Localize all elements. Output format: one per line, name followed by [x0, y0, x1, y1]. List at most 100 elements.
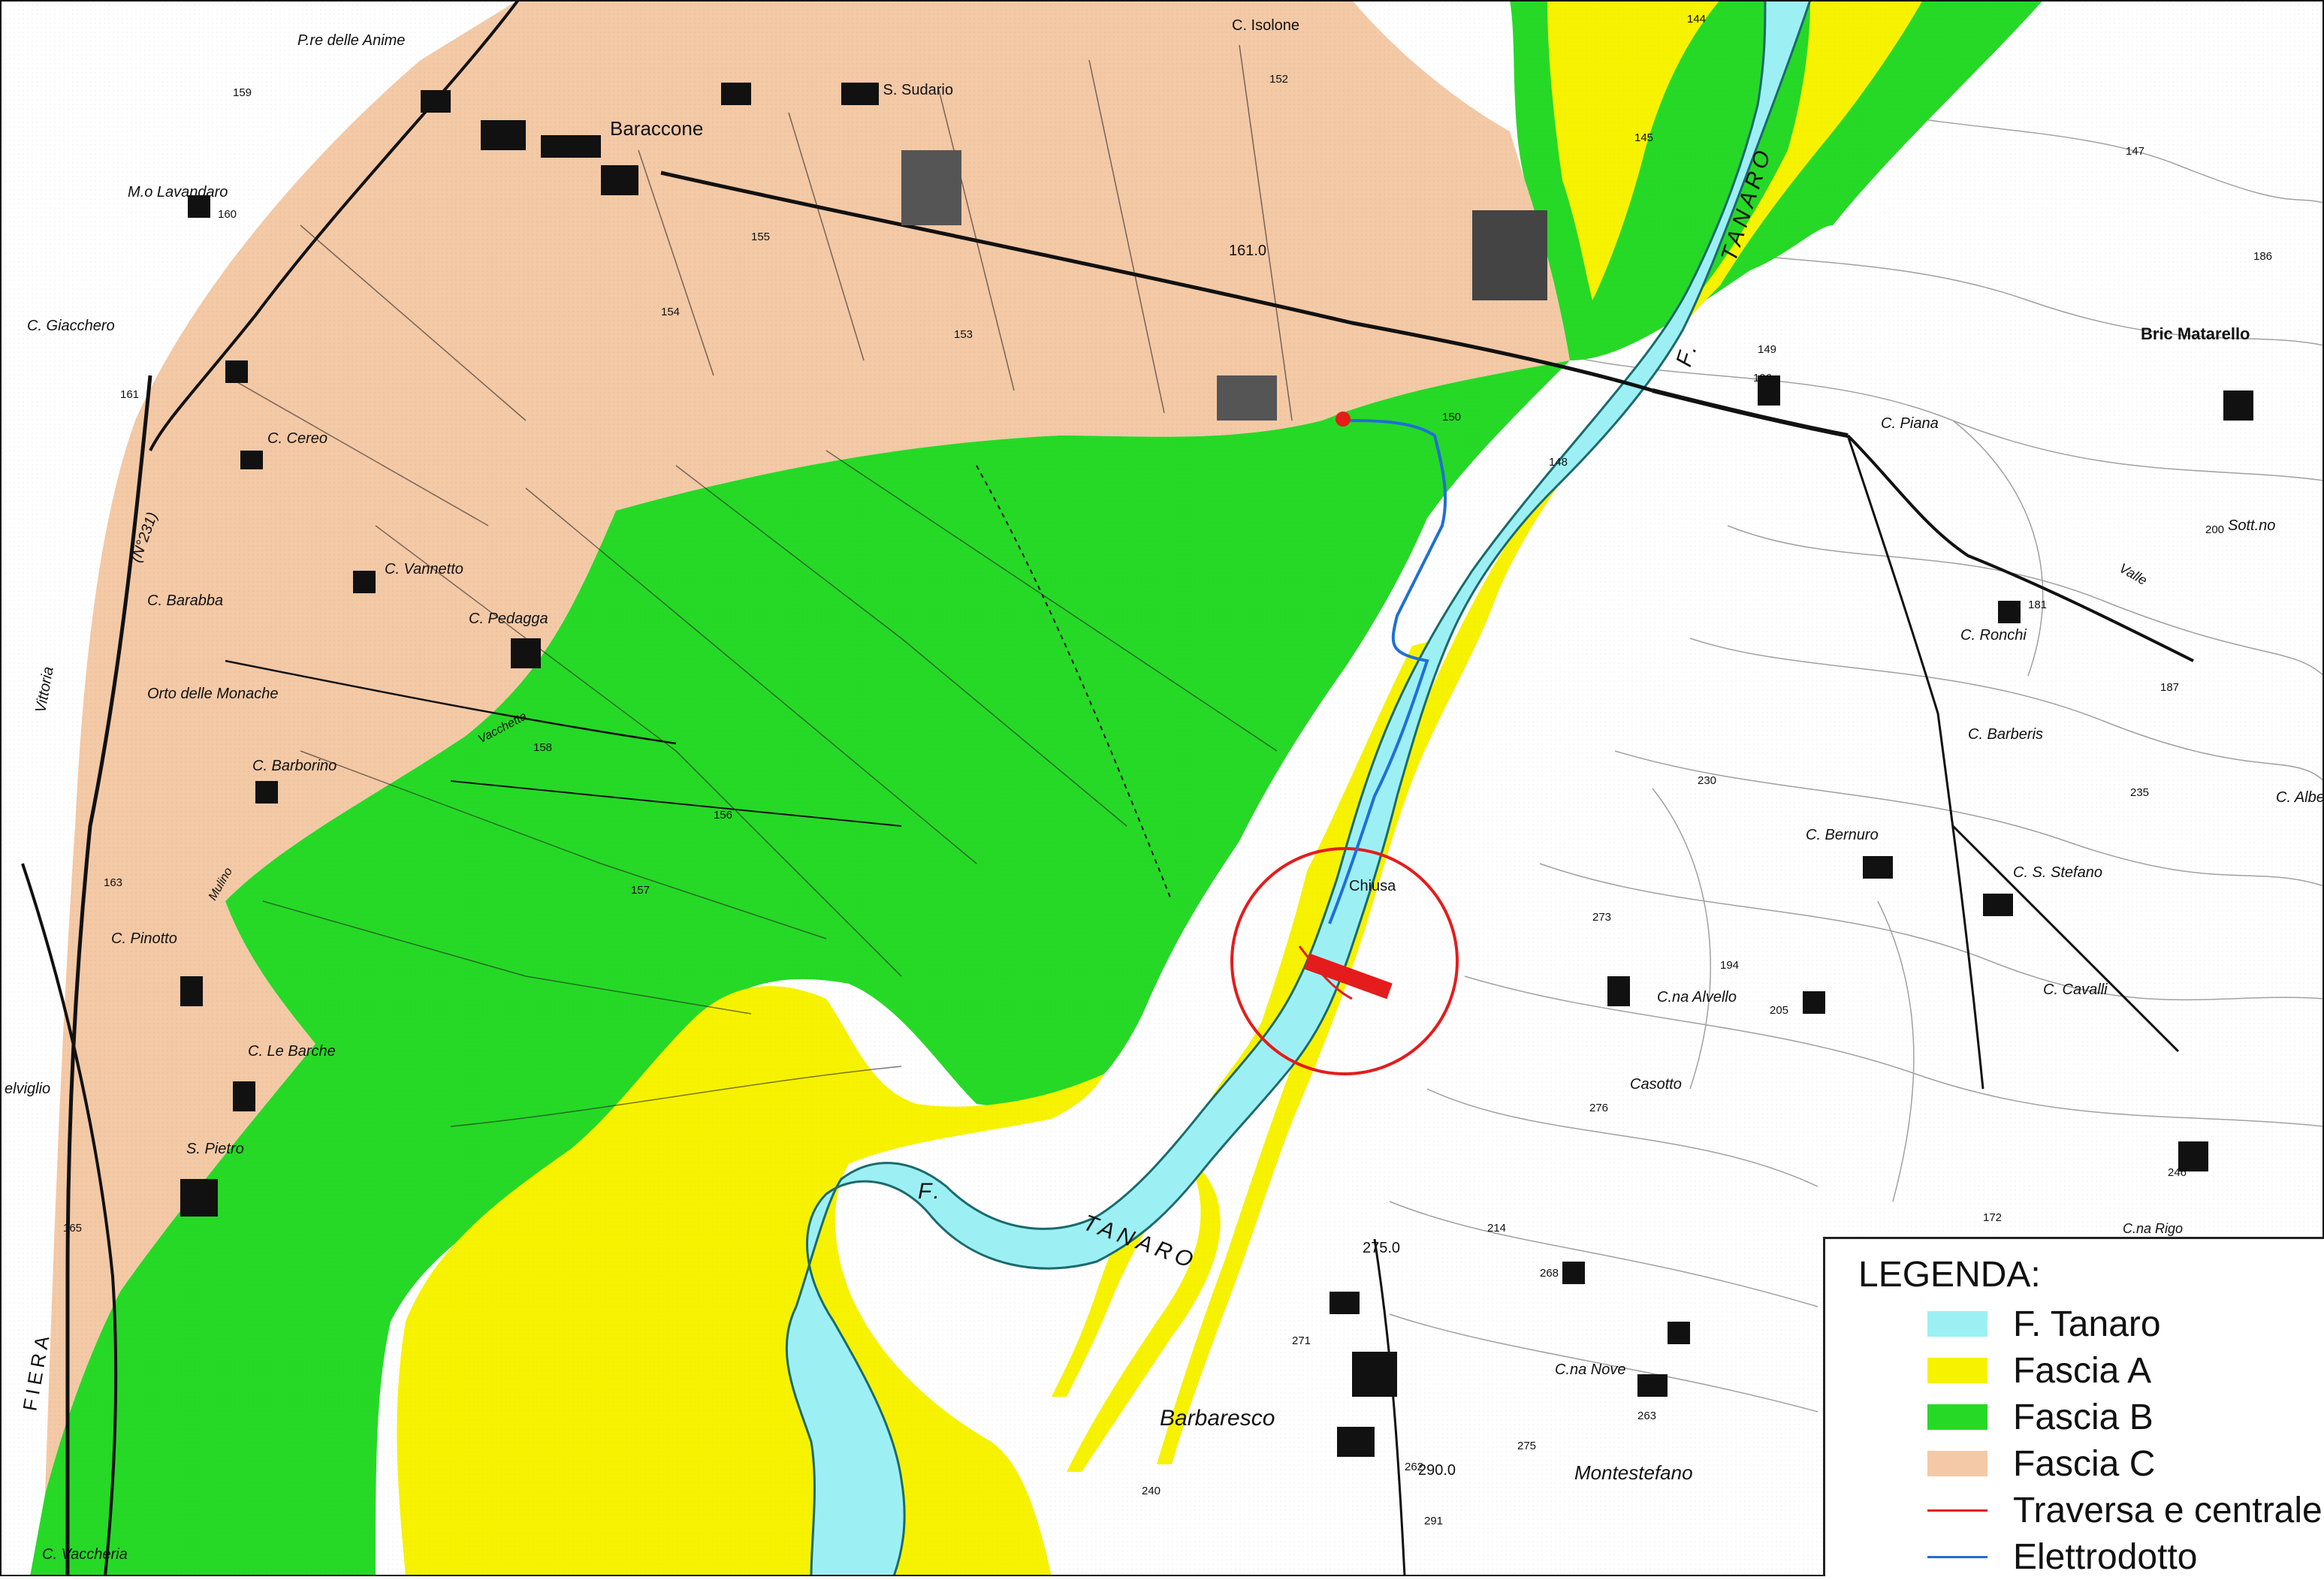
- place-c-barborino: C. Barborino: [252, 758, 337, 774]
- legend-swatch-fascia-c: [1927, 1451, 1987, 1476]
- place-c-vaccheria: C. Vaccheria: [42, 1546, 128, 1563]
- legend-item-elettrodotto: Elettrodotto: [1858, 1533, 2324, 1580]
- place-c-albe: C. Albe: [2276, 789, 2324, 806]
- place-c-bernuro: C. Bernuro: [1806, 827, 1879, 843]
- elev-label: 160: [218, 208, 237, 221]
- elev-label: 271: [1292, 1334, 1311, 1347]
- legend-item-fascia-b: Fascia B: [1858, 1394, 2324, 1440]
- field-boundaries: [225, 44, 1293, 1127]
- roads: [21, 0, 2194, 1576]
- legend-label-tanaro: F. Tanaro: [2013, 1304, 2161, 1344]
- legend-swatch-tanaro: [1927, 1311, 1987, 1337]
- elev-label: 246: [2168, 1166, 2187, 1179]
- elev-label: 144: [1687, 13, 1706, 26]
- elev-label: 276: [1589, 1102, 1608, 1114]
- place-c-le-barche: C. Le Barche: [248, 1043, 336, 1060]
- elev-label: 152: [1269, 73, 1288, 86]
- place-c-pedagga: C. Pedagga: [469, 611, 548, 627]
- legend-label-fascia-a: Fascia A: [2013, 1350, 2152, 1391]
- elev-label: 290.0: [1418, 1462, 1456, 1479]
- elev-label: 181: [2028, 599, 2047, 611]
- elev-label: 155: [751, 231, 770, 243]
- elevation-labels: 161.0 275.0 290.0 159 160 161 152 153 15…: [63, 13, 2272, 1527]
- elev-label: 291: [1424, 1515, 1443, 1527]
- place-c-s-sudario: C. S. Sudario: [864, 82, 953, 98]
- elev-label: 200: [2205, 523, 2224, 536]
- place-baraccone: Baraccone: [610, 117, 703, 140]
- place-c-isolone: C. Isolone: [1232, 17, 1299, 34]
- elev-label: 268: [1540, 1267, 1559, 1280]
- place-c-pinotto: C. Pinotto: [111, 930, 177, 947]
- elev-label: 157: [631, 884, 650, 897]
- river-f-south: F.: [918, 1179, 944, 1204]
- place-c-cereo: C. Cereo: [267, 430, 327, 447]
- legend-swatch-fascia-b: [1927, 1404, 1987, 1430]
- tanaro-river: [785, 0, 1812, 1576]
- elev-label: 263: [1637, 1410, 1656, 1422]
- place-c-giacchero: C. Giacchero: [27, 318, 115, 334]
- place-bric-matarello: Bric Matarello: [2141, 324, 2250, 343]
- place-mo-lavandaro: M.o Lavandaro: [128, 184, 228, 201]
- place-casotto: Casotto: [1630, 1076, 1682, 1093]
- legend-swatch-fascia-a: [1927, 1358, 1987, 1383]
- legend-item-fascia-c: Fascia C: [1858, 1440, 2324, 1487]
- elettrodotto-line: [1328, 419, 1447, 924]
- legend-label-elettrodotto: Elettrodotto: [2013, 1536, 2198, 1577]
- place-orto-delle-monache: Orto delle Monache: [147, 686, 279, 702]
- elev-label: 150: [1442, 411, 1461, 424]
- elev-label: 240: [1142, 1485, 1160, 1497]
- elev-label: 194: [1720, 959, 1739, 972]
- buildings: [180, 83, 2253, 1457]
- place-c-vannetto: C. Vannetto: [385, 561, 463, 577]
- elev-label: 165: [63, 1222, 82, 1235]
- elev-label: 161: [120, 388, 139, 401]
- elev-label: 154: [661, 306, 680, 318]
- elev-label: 172: [1983, 1211, 2002, 1224]
- legend-label-fascia-b: Fascia B: [2013, 1397, 2153, 1437]
- place-elviglio: elviglio: [5, 1081, 50, 1097]
- elev-label: 163: [104, 876, 122, 889]
- legend-item-tanaro: F. Tanaro: [1858, 1301, 2324, 1347]
- elev-label: 262: [1405, 1461, 1423, 1473]
- place-barbaresco: Barbaresco: [1160, 1406, 1275, 1431]
- place-s-pietro: S. Pietro: [186, 1141, 244, 1157]
- elev-label: 235: [2130, 786, 2149, 799]
- place-c-ronchi: C. Ronchi: [1960, 627, 2027, 644]
- elev-label: 230: [1698, 774, 1716, 787]
- legend-line-elettrodotto: [1927, 1555, 1987, 1558]
- elev-label: 275: [1517, 1440, 1536, 1452]
- elev-label: 161.0: [1229, 243, 1266, 259]
- legend-item-traversa: Traversa e centrale: [1858, 1487, 2324, 1533]
- place-sott-no: Sott.no: [2228, 517, 2275, 534]
- legend-box: LEGENDA: F. Tanaro Fascia A Fascia B Fas…: [1823, 1237, 2324, 1577]
- place-labels: Baraccone C. Isolone C. S. Sudario P.re …: [5, 17, 2324, 1563]
- elev-label: 156: [714, 809, 732, 822]
- legend-title: LEGENDA:: [1858, 1255, 2041, 1295]
- place-c-s-stefano: C. S. Stefano: [2013, 864, 2102, 881]
- elev-label: 187: [2160, 681, 2179, 694]
- elev-label: 153: [954, 328, 973, 341]
- traversa-centrale-marker: [1230, 847, 1459, 1075]
- elev-label: 196: [1753, 372, 1772, 384]
- elev-label: 158: [533, 741, 552, 754]
- elev-label: 186: [2253, 250, 2272, 263]
- legend-item-fascia-a: Fascia A: [1858, 1347, 2324, 1394]
- place-pre-delle-anime: P.re delle Anime: [297, 32, 405, 49]
- elev-label: 214: [1487, 1222, 1506, 1235]
- elev-label: 273: [1592, 911, 1611, 924]
- elev-label: 147: [2126, 145, 2144, 158]
- place-c-barabba: C. Barabba: [147, 592, 223, 609]
- legend-line-traversa: [1927, 1509, 1987, 1512]
- place-cna-nove: C.na Nove: [1555, 1361, 1626, 1378]
- place-cna-rigo: C.na Rigo: [2123, 1221, 2183, 1236]
- elev-label: 149: [1758, 343, 1776, 356]
- elev-label: 159: [233, 86, 252, 99]
- elev-label: 145: [1634, 131, 1653, 144]
- elev-label: 205: [1770, 1004, 1788, 1017]
- elev-label: 148: [1549, 456, 1568, 469]
- legend-label-traversa: Traversa e centrale: [2013, 1490, 2322, 1530]
- place-c-cavalli: C. Cavalli: [2043, 981, 2108, 998]
